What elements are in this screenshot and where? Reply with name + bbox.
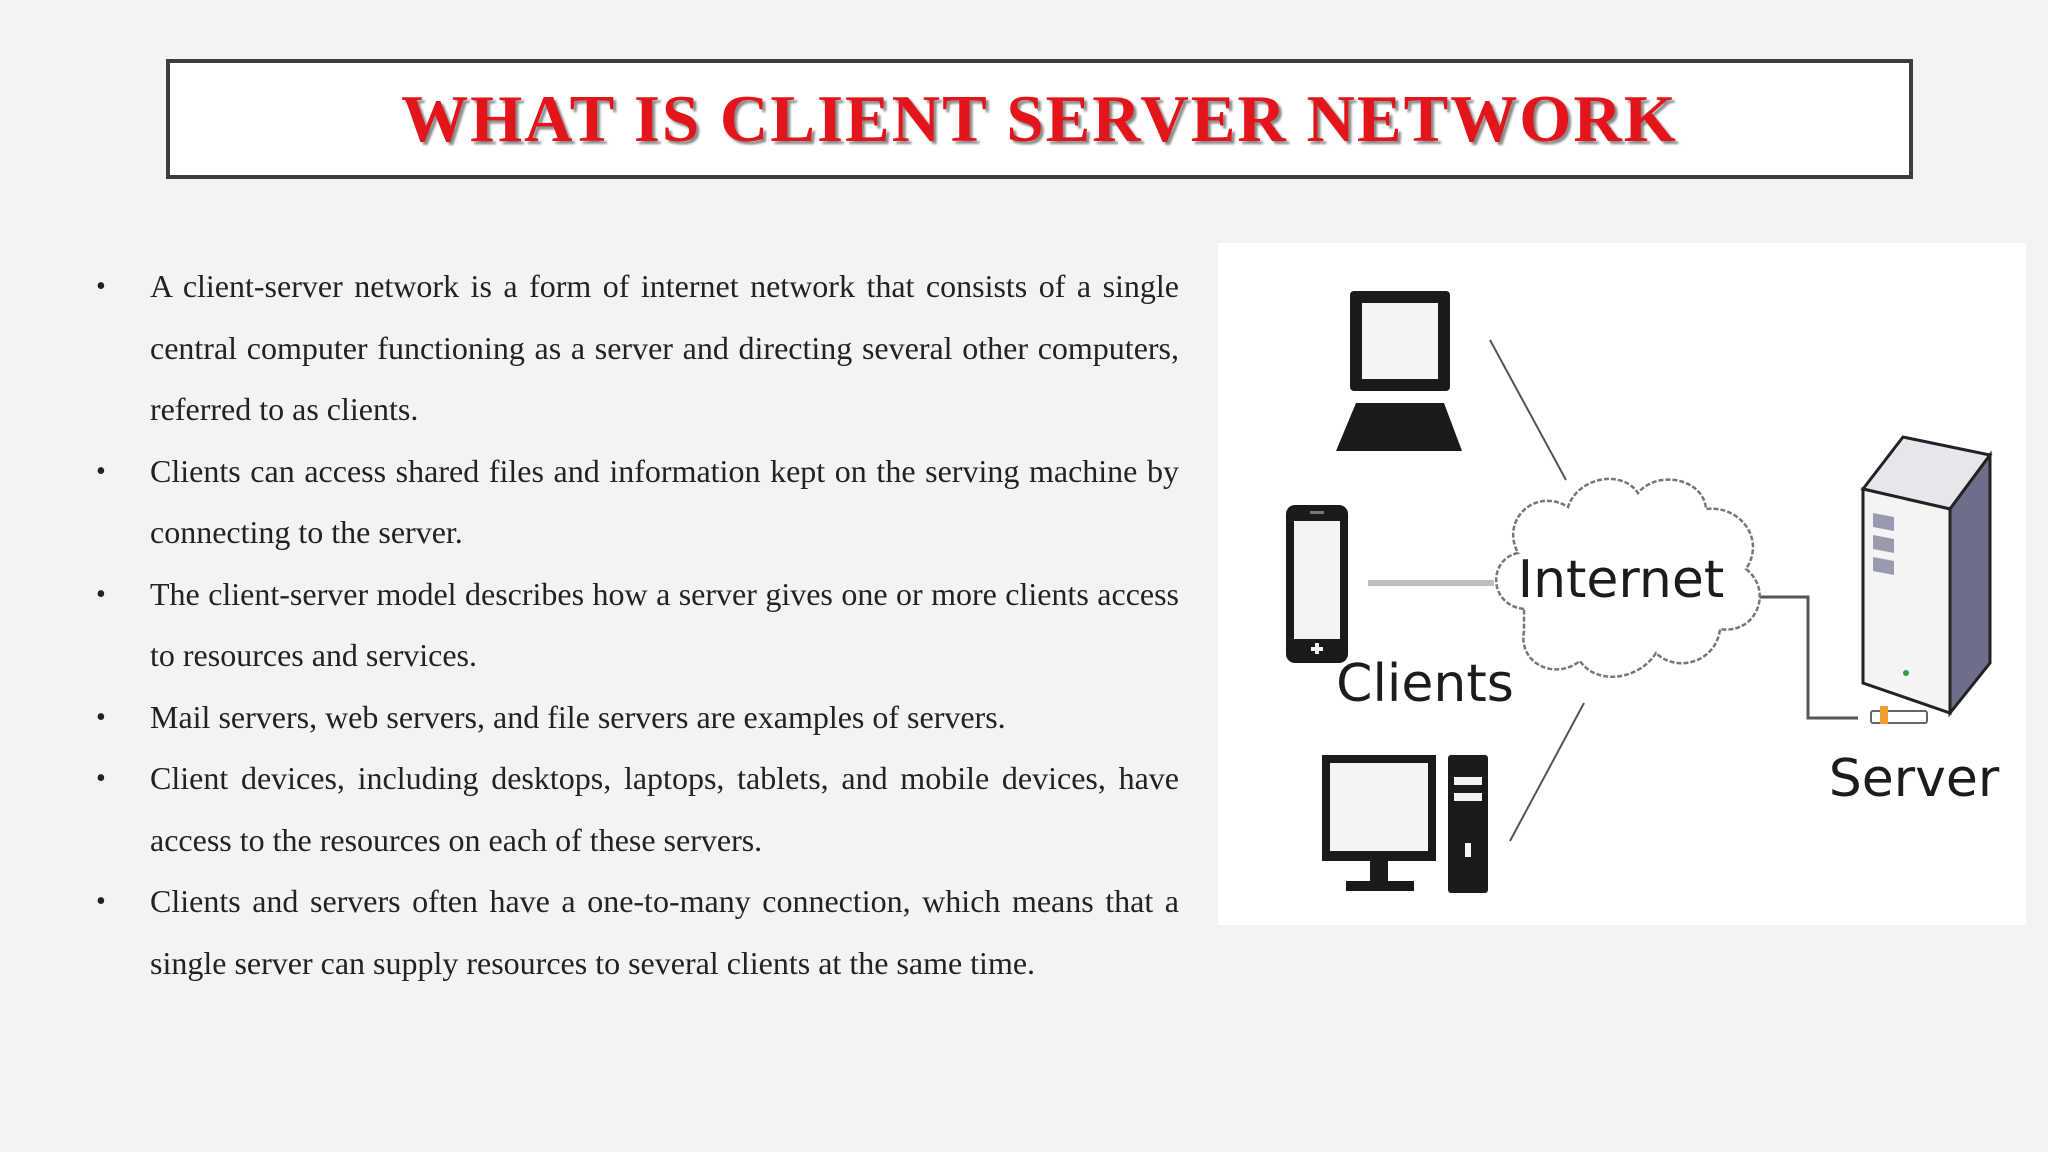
bullet-text: Client devices, including desktops, lapt… — [150, 760, 1179, 858]
bullet-text: Clients can access shared files and info… — [150, 452, 1179, 551]
bullet-item: • Clients can access shared files and in… — [96, 441, 1179, 564]
bullet-text: A client-server network is a form of int… — [150, 268, 1179, 427]
bullet-item: • A client-server network is a form of i… — [96, 256, 1179, 441]
title-box: WHAT IS CLIENT SERVER NETWORK — [166, 59, 1913, 179]
bullet-marker: • — [96, 455, 106, 487]
bullet-marker: • — [96, 701, 106, 733]
cloud-icon — [1495, 477, 1761, 678]
bullet-text: Clients and servers often have a one-to-… — [150, 883, 1179, 981]
bullet-marker: • — [96, 763, 106, 794]
internet-label: Internet — [1518, 550, 1724, 610]
bullet-item: • The client-server model describes how … — [96, 564, 1179, 687]
desktop-connection-line — [1509, 702, 1585, 842]
server-connection-line — [1756, 595, 1858, 720]
desktop-computer-icon — [1322, 755, 1488, 893]
network-diagram: Internet Clients Server — [1218, 243, 2026, 925]
bullet-text: The client-server model describes how a … — [150, 575, 1179, 674]
server-tower-icon — [1860, 435, 1993, 724]
bullet-item: • Mail servers, web servers, and file se… — [96, 687, 1179, 749]
bullet-list: • A client-server network is a form of i… — [96, 256, 1179, 994]
bullet-marker: • — [96, 886, 106, 917]
bullet-marker: • — [96, 271, 106, 302]
bullet-item: • Client devices, including desktops, la… — [96, 748, 1179, 871]
bullet-item: • Clients and servers often have a one-t… — [96, 871, 1179, 994]
mobile-phone-icon — [1286, 505, 1348, 663]
laptop-connection-line — [1489, 339, 1567, 481]
clients-label: Clients — [1336, 654, 1514, 714]
laptop-icon — [1336, 291, 1462, 451]
slide-title: WHAT IS CLIENT SERVER NETWORK — [401, 81, 1678, 156]
bullet-text: Mail servers, web servers, and file serv… — [150, 698, 1006, 735]
bullet-marker: • — [96, 578, 106, 610]
server-label: Server — [1829, 749, 2000, 809]
